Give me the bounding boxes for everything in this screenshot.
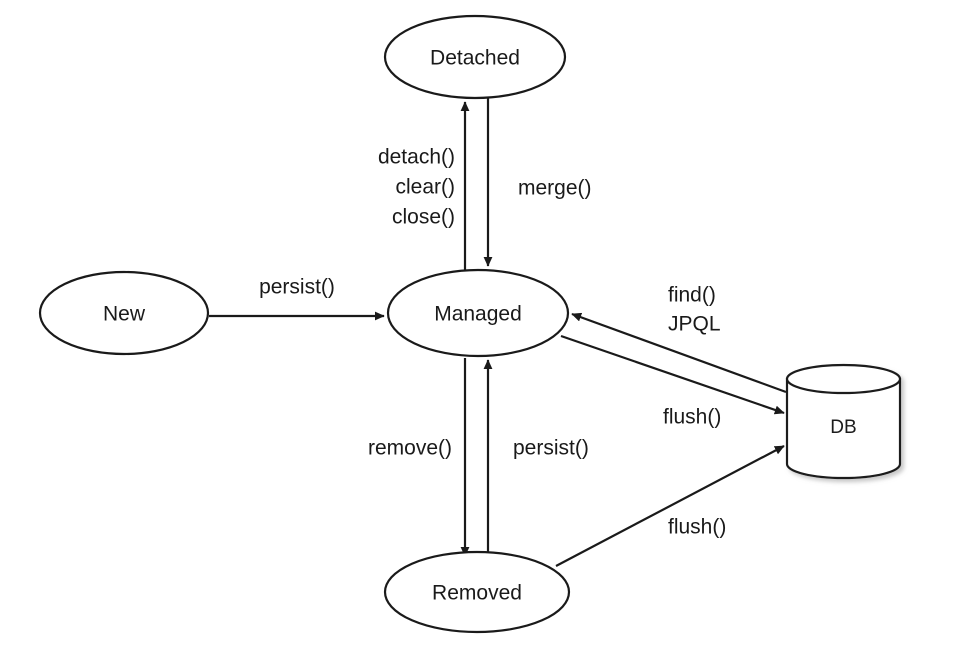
- edge-db-to-managed: [571, 312, 787, 394]
- edge-label-persist-new: persist(): [259, 276, 335, 299]
- edge-label-flush-removed: flush(): [668, 516, 726, 539]
- node-db-label: DB: [830, 417, 856, 438]
- node-db[interactable]: DB: [785, 363, 902, 480]
- edge-label-persist-removed: persist(): [513, 437, 589, 460]
- node-new[interactable]: New: [38, 270, 210, 356]
- edge-label-merge: merge(): [518, 177, 592, 200]
- edge-label-flush-managed: flush(): [663, 406, 721, 429]
- node-detached-label: Detached: [430, 47, 520, 70]
- node-removed[interactable]: Removed: [383, 550, 571, 634]
- node-removed-label: Removed: [432, 582, 522, 605]
- edge-label-close: close(): [392, 206, 455, 229]
- edge-managed-to-db: [560, 334, 785, 415]
- node-new-label: New: [103, 303, 146, 326]
- edge-label-clear: clear(): [395, 176, 455, 199]
- node-detached[interactable]: Detached: [383, 14, 567, 100]
- node-managed-label: Managed: [434, 303, 522, 326]
- edge-label-jpql: JPQL: [668, 313, 721, 336]
- edge-label-remove: remove(): [368, 437, 452, 460]
- edge-removed-to-db: [555, 445, 785, 567]
- node-managed[interactable]: Managed: [386, 268, 570, 358]
- edge-label-find: find(): [668, 284, 716, 307]
- edge-label-detach: detach(): [378, 146, 455, 169]
